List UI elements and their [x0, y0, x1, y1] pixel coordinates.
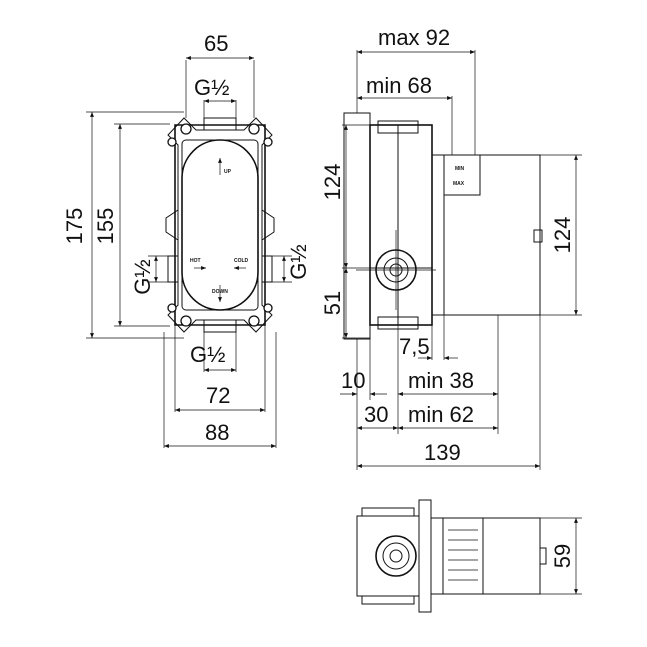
label-up: UP	[224, 169, 232, 175]
dim-10-text: 10	[341, 368, 365, 393]
dim-72-text: 72	[206, 383, 230, 408]
front-view: UP HOT COLD DOWN 65 G½ 175	[62, 31, 311, 448]
thread-left-text: G½	[130, 259, 155, 294]
dim-155: 155	[93, 123, 170, 327]
dim-min-68-text: min 68	[366, 73, 432, 98]
dim-124-left: 124	[320, 124, 370, 269]
dim-88-text: 88	[205, 420, 229, 445]
dim-min-62-text: min 62	[408, 402, 474, 427]
side-body	[343, 112, 543, 340]
dim-thread-right: G½	[272, 244, 311, 283]
dim-59: 59	[540, 517, 582, 595]
dim-30-text: 30	[364, 402, 388, 427]
dim-175: 175	[62, 111, 184, 339]
dim-thread-left: G½	[130, 255, 168, 295]
dim-10: 10	[340, 339, 387, 470]
dim-139: 139	[357, 315, 541, 470]
front-body	[165, 117, 275, 333]
dim-88: 88	[163, 332, 277, 448]
dim-min-62: min 62	[398, 400, 499, 434]
label-hot: HOT	[190, 258, 201, 264]
label-down: DOWN	[212, 289, 228, 295]
dim-min-38-text: min 38	[408, 368, 474, 393]
dim-min-68: min 68	[357, 73, 453, 155]
dim-65: 65	[185, 31, 255, 118]
dim-155-text: 155	[93, 208, 118, 245]
dim-65-text: 65	[204, 31, 228, 56]
thread-bottom-text: G½	[190, 342, 225, 367]
dim-72: 72	[174, 325, 266, 412]
dim-max-92: max 92	[356, 25, 476, 155]
dim-30: 30	[357, 402, 398, 430]
dim-139-text: 139	[424, 440, 461, 465]
top-body	[356, 499, 547, 613]
dim-124-left-text: 124	[320, 164, 345, 201]
dim-7-5: 7,5	[399, 315, 458, 360]
dim-175-text: 175	[62, 208, 87, 245]
dim-124-right-text: 124	[550, 217, 575, 254]
thread-right-text: G½	[286, 244, 311, 279]
dim-7-5-text: 7,5	[399, 334, 430, 359]
label-min: MIN	[455, 166, 465, 172]
top-view: 59	[356, 499, 582, 613]
dim-thread-top: G½	[194, 75, 237, 118]
dim-59-text: 59	[550, 544, 575, 568]
dim-min-38: min 38	[397, 315, 499, 434]
dim-51: 51	[320, 268, 370, 339]
dim-51-text: 51	[320, 291, 345, 315]
label-max: MAX	[453, 181, 465, 187]
dim-124-right: 124	[540, 154, 582, 316]
dim-max-92-text: max 92	[378, 25, 450, 50]
label-cold: COLD	[234, 258, 249, 264]
side-view: MIN MAX max 92 min 68 124 51	[320, 25, 582, 470]
dim-thread-bottom: G½	[190, 332, 237, 372]
thread-top-text: G½	[194, 75, 229, 100]
